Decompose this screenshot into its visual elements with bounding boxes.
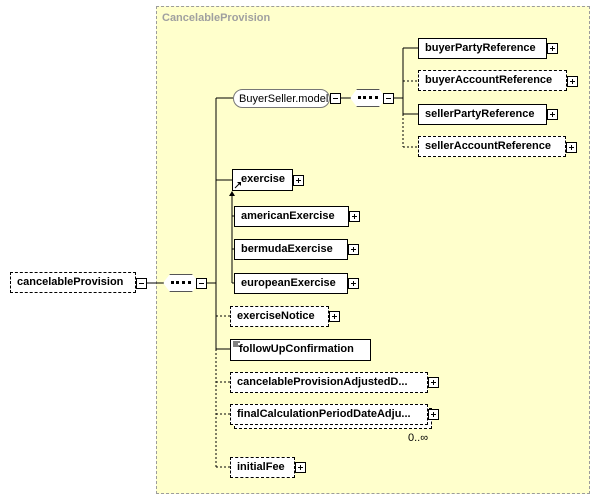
expand-icon[interactable] [295,462,306,473]
expand-icon[interactable] [329,311,340,322]
element-cancelable-provision-adjusted-dates[interactable]: cancelableProvisionAdjustedD... [230,372,428,393]
cardinality-label: 0..∞ [408,432,429,444]
element-label: sellerAccountReference [425,140,551,152]
expand-icon[interactable] [348,244,359,255]
element-seller-account-reference[interactable]: sellerAccountReference [418,136,566,157]
group-sequence-collapse-icon[interactable] [383,93,394,104]
sequence-icon [171,281,191,284]
element-bermuda-exercise[interactable]: bermudaExercise [234,239,348,260]
element-final-calculation-period-date-adjustment[interactable]: finalCalculationPeriodDateAdju... [230,404,428,425]
element-label: followUpConfirmation [239,343,354,355]
sequence-collapse-icon[interactable] [196,278,207,289]
element-american-exercise[interactable]: americanExercise [234,206,349,227]
complex-type-title: CancelableProvision [162,12,271,24]
element-label: buyerPartyReference [425,42,536,54]
element-label: buyerAccountReference [425,74,553,86]
expand-icon[interactable] [348,278,359,289]
element-initial-fee[interactable]: initialFee [230,457,295,478]
element-label: bermudaExercise [241,243,333,255]
element-follow-up-confirmation[interactable]: followUpConfirmation [230,339,371,361]
element-exercise[interactable]: exercise [232,169,293,191]
expand-icon[interactable] [567,76,578,87]
root-element-label: cancelableProvision [17,276,124,288]
group-label: BuyerSeller.model [239,93,329,105]
element-label: cancelableProvisionAdjustedD... [237,376,408,388]
expand-icon[interactable] [547,43,558,54]
group-buyerseller-model[interactable]: BuyerSeller.model [233,89,330,108]
element-label: exercise [241,173,286,185]
element-seller-party-reference[interactable]: sellerPartyReference [418,104,547,125]
element-european-exercise[interactable]: europeanExercise [234,273,348,294]
element-label: exerciseNotice [237,310,315,322]
element-buyer-party-reference[interactable]: buyerPartyReference [418,38,547,59]
element-label: initialFee [237,461,285,473]
element-label: sellerPartyReference [425,108,535,120]
element-exercise-notice[interactable]: exerciseNotice [230,306,329,327]
expand-icon[interactable] [566,142,577,153]
root-element[interactable]: cancelableProvision [10,272,136,293]
expand-icon[interactable] [428,377,439,388]
expand-icon[interactable] [547,109,558,120]
expand-icon[interactable] [349,211,360,222]
group-collapse-icon[interactable] [330,93,341,104]
element-label: finalCalculationPeriodDateAdju... [237,408,411,420]
element-label: americanExercise [241,210,335,222]
group-sequence-icon [358,96,378,99]
expand-icon[interactable] [428,409,439,420]
collapse-icon[interactable] [136,278,147,289]
element-buyer-account-reference[interactable]: buyerAccountReference [418,70,567,91]
expand-icon[interactable] [293,175,304,186]
element-label: europeanExercise [241,277,336,289]
